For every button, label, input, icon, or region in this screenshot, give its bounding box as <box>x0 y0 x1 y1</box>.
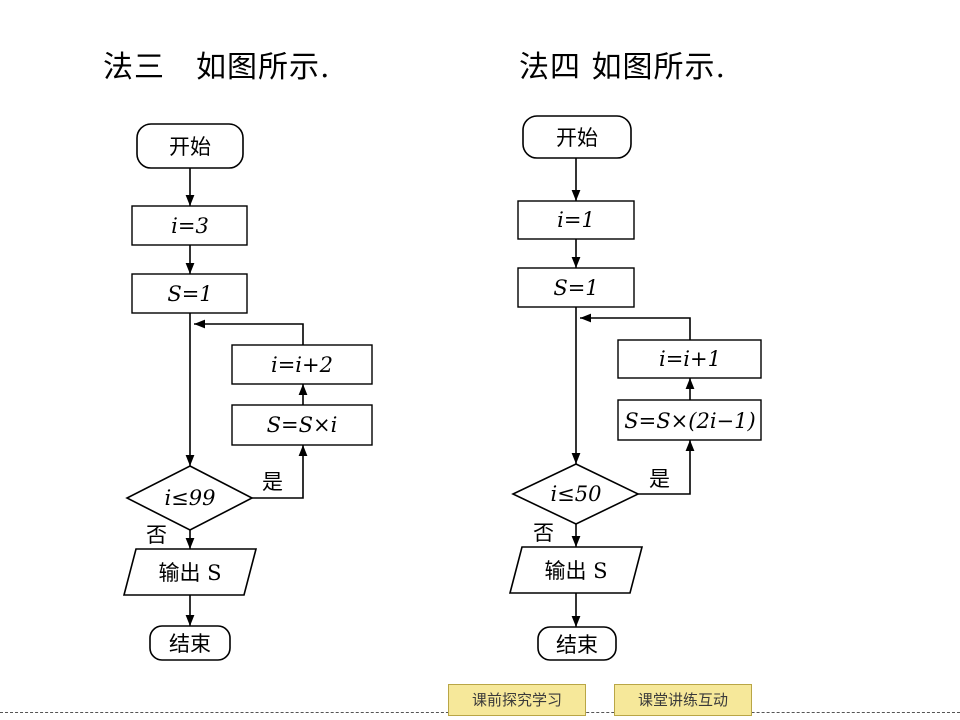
end-terminal-right <box>537 626 617 661</box>
end-label-left: 结束 <box>169 632 211 656</box>
condition-diamond-right <box>511 463 640 525</box>
init-s-box-left <box>131 273 248 314</box>
output-parallelogram-left <box>122 548 258 596</box>
start-label-right: 开始 <box>556 126 598 150</box>
end-label-right: 结束 <box>556 633 598 657</box>
increment-label-right: i=i+1 <box>659 347 721 371</box>
no-label-left: 否 <box>146 523 167 547</box>
output-label-right: 输出 S <box>544 559 607 583</box>
next-section-button[interactable]: 课堂讲练互动 <box>614 684 752 716</box>
start-terminal-left <box>136 123 244 169</box>
no-label-right: 否 <box>533 521 554 545</box>
condition-label-right: i≤50 <box>550 482 601 506</box>
method-four-heading: 法四 如图所示. <box>519 50 727 85</box>
update-box-right <box>617 399 762 441</box>
init-i-label-right: i=1 <box>557 208 595 232</box>
update-box-left <box>231 404 373 446</box>
end-terminal-left <box>149 625 231 661</box>
update-label-left: S=S×i <box>267 413 338 437</box>
increment-label-left: i=i+2 <box>271 353 333 377</box>
yes-label-right: 是 <box>649 467 670 491</box>
flowchart-method-four <box>571 158 695 627</box>
prev-section-button[interactable]: 课前探究学习 <box>448 684 586 716</box>
method-three-heading: 法三 如图所示. <box>103 50 331 85</box>
start-label-left: 开始 <box>169 135 211 159</box>
output-parallelogram-right <box>508 546 644 594</box>
init-i-box-right <box>517 200 635 240</box>
init-s-box-right <box>517 267 635 308</box>
increment-box-left <box>231 344 373 385</box>
init-i-label-left: i=3 <box>171 214 209 238</box>
flowchart-method-three <box>185 168 308 626</box>
update-label-right: S=S×(2i−1) <box>624 409 755 433</box>
condition-label-left: i≤99 <box>164 486 215 510</box>
condition-diamond-left <box>125 465 254 531</box>
yes-label-left: 是 <box>262 470 283 494</box>
init-s-label-left: S=1 <box>167 282 212 306</box>
init-i-box-left <box>131 205 248 246</box>
increment-box-right <box>617 339 762 379</box>
start-terminal-right <box>522 115 632 159</box>
init-s-label-right: S=1 <box>553 276 598 300</box>
output-label-left: 输出 S <box>158 561 221 585</box>
